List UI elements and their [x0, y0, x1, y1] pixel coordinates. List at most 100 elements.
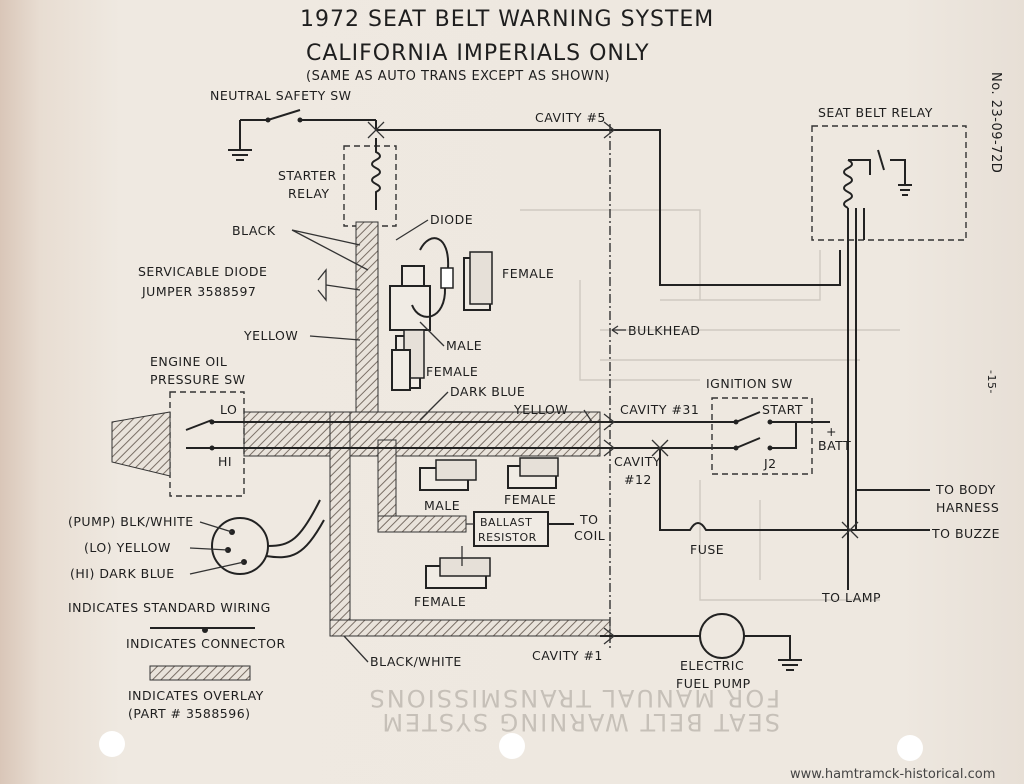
- splice-mark: [367, 121, 385, 139]
- fuel-pump-symbol: [699, 613, 745, 659]
- legend-standard-label: INDICATES STANDARD WIRING: [68, 600, 271, 615]
- cavity-5-label: CAVITY #5: [535, 110, 606, 125]
- male-leader-1: [419, 321, 445, 347]
- page-subtitle: CALIFORNIA IMPERIALS ONLY: [306, 41, 650, 66]
- punch-hole-left: [99, 731, 125, 757]
- legend-overlay-swatch: [149, 665, 251, 681]
- pump-blk-white-label: (PUMP) BLK/WHITE: [68, 514, 194, 529]
- ballast-leads: [461, 523, 474, 566]
- fuel-pump-ground: [744, 635, 802, 671]
- diode-leader: [395, 219, 429, 241]
- black-white-label: BLACK/WHITE: [370, 654, 462, 669]
- j2-label: J2: [763, 456, 777, 471]
- dark-blue-leader: [419, 391, 449, 421]
- buzzer-splice: [841, 521, 859, 539]
- sender-body: [111, 411, 171, 477]
- bleed-line-1: FOR MANUAL TRANSMISSIONS: [368, 684, 780, 712]
- punch-hole-center: [499, 733, 525, 759]
- starter-relay-box: [343, 145, 397, 227]
- start-label: START: [762, 402, 803, 417]
- black-white-leader: [343, 635, 369, 663]
- servicable-diode-label-2: JUMPER 3588597: [141, 284, 256, 299]
- legend: INDICATES STANDARD WIRING INDICATES CONN…: [68, 600, 286, 721]
- male-label-1: MALE: [446, 338, 482, 353]
- female-connector-2: [391, 349, 411, 391]
- seat-belt-relay-box: [811, 125, 967, 241]
- lo-leader: [189, 547, 229, 551]
- cavity-12-label-2: #12: [624, 472, 652, 487]
- bulkhead-label: BULKHEAD: [628, 323, 700, 338]
- black-label: BLACK: [232, 223, 276, 238]
- hi-dark-blue-label: (HI) DARK BLUE: [70, 566, 175, 581]
- cavity-5-wire: [375, 120, 841, 286]
- ignition-switch-box: [711, 397, 813, 475]
- yellow-label-1: YELLOW: [243, 328, 298, 343]
- fuse-wire: [659, 448, 930, 531]
- bleed-through-lines: [520, 209, 900, 601]
- center-connectors: [419, 457, 559, 589]
- ignition-switch-contacts: [720, 411, 830, 451]
- ballast-resistor-box: [473, 511, 549, 547]
- female-label-2: FEMALE: [426, 364, 478, 379]
- cavity-31-connector: [603, 413, 616, 457]
- black-leader: [291, 229, 369, 271]
- starter-relay-coil: [371, 138, 381, 210]
- engine-oil-label-1: ENGINE OIL: [150, 354, 227, 369]
- cavity-1-connector: [603, 627, 616, 645]
- dark-blue-label: DARK BLUE: [450, 384, 525, 399]
- cavity-5-connector: [603, 121, 616, 139]
- legend-overlay-label-1: INDICATES OVERLAY: [128, 688, 264, 703]
- female-label-1: FEMALE: [502, 266, 554, 281]
- cavity-12-splice: [651, 439, 669, 457]
- yellow-leader-1: [309, 335, 361, 341]
- ballast-label-2: RESISTOR: [478, 531, 537, 544]
- to-lamp-label: TO LAMP: [821, 590, 881, 605]
- page-marker: -15-: [985, 370, 998, 394]
- hi-label: HI: [218, 454, 232, 469]
- lo-yellow-label: (LO) YELLOW: [84, 540, 171, 555]
- electric-label-1: ELECTRIC: [680, 658, 744, 673]
- subtitle-note: (SAME AS AUTO TRANS EXCEPT AS SHOWN): [306, 69, 610, 84]
- pump-leader: [199, 521, 233, 533]
- female-label-3: FEMALE: [504, 492, 556, 507]
- cavity-12-label-1: CAVITY: [614, 454, 661, 469]
- fuse-label: FUSE: [690, 542, 724, 557]
- plus-label: +: [826, 424, 837, 439]
- seat-belt-relay-label: SEAT BELT RELAY: [818, 105, 933, 120]
- starter-relay-label-2: RELAY: [288, 186, 330, 201]
- servicable-diode-label-1: SERVICABLE DIODE: [138, 264, 267, 279]
- batt-label: BATT: [818, 438, 851, 453]
- oil-pressure-switch-contacts: [185, 419, 244, 451]
- legend-connector-label: INDICATES CONNECTOR: [126, 636, 286, 651]
- servicable-brace: [317, 268, 361, 302]
- yellow-leader-2: [583, 409, 593, 423]
- doc-number: No. 23-09-72D: [988, 72, 1003, 173]
- bulkhead-arrow: [611, 325, 626, 335]
- lo-label: LO: [220, 402, 237, 417]
- electric-label-2: FUEL PUMP: [676, 676, 751, 691]
- cavity-1-label: CAVITY #1: [532, 648, 603, 663]
- neutral-safety-switch: [228, 109, 376, 161]
- legend-overlay-label-2: (PART # 3588596): [128, 706, 251, 721]
- female-label-4: FEMALE: [414, 594, 466, 609]
- diode-label: DIODE: [430, 212, 473, 227]
- seat-belt-relay-internals: [843, 149, 912, 590]
- legend-connector-dot: [202, 627, 208, 633]
- to-buzzer-label: TO BUZZE: [931, 526, 1000, 541]
- to-coil-label-1: TO: [579, 512, 598, 527]
- starter-relay-label-1: STARTER: [278, 168, 337, 183]
- to-body-label-2: HARNESS: [936, 500, 999, 515]
- hi-leader: [189, 561, 245, 575]
- bleed-line-2: SEAT BELT WARNING SYSTEM: [380, 708, 780, 736]
- engine-oil-label-2: PRESSURE SW: [150, 372, 246, 387]
- yellow-label-2: YELLOW: [513, 402, 568, 417]
- neutral-safety-sw-label: NEUTRAL SAFETY SW: [210, 88, 352, 103]
- pump-connector: [211, 499, 325, 575]
- page-title: 1972 SEAT BELT WARNING SYSTEM: [300, 7, 714, 32]
- site-watermark: www.hamtramck-historical.com: [790, 767, 995, 782]
- ballast-label-1: BALLAST: [480, 516, 532, 529]
- to-coil-label-2: COIL: [574, 528, 605, 543]
- cavity-31-label: CAVITY #31: [620, 402, 699, 417]
